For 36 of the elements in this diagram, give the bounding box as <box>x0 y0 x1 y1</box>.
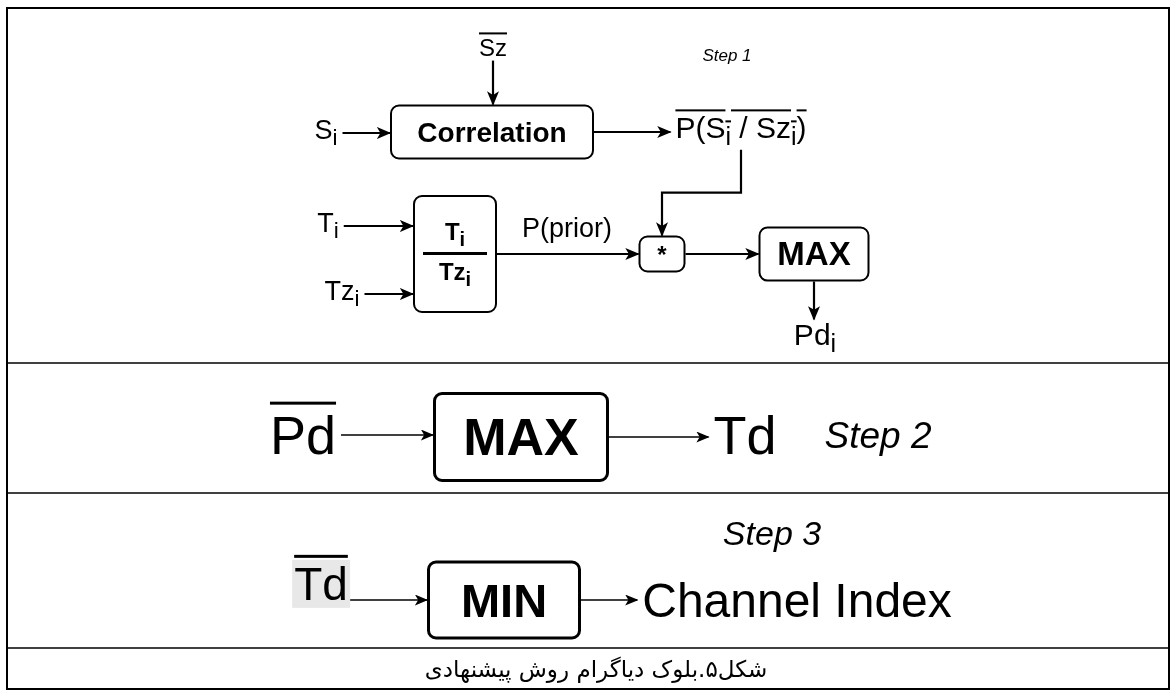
signal-label: Sz <box>474 35 512 61</box>
arrow <box>487 60 499 106</box>
arrow <box>594 126 672 138</box>
arrow <box>608 431 710 443</box>
arrow <box>342 127 392 139</box>
arrow <box>364 288 415 300</box>
signal-label: Td <box>708 406 782 464</box>
signal-label: P(S$_{i}$ / Sz$_{i}$) <box>670 112 812 150</box>
arrow <box>808 281 820 321</box>
process-box: MAX <box>433 392 609 482</box>
signal-label: S$_{i}$ <box>309 116 343 150</box>
process-box: Correlation <box>390 104 594 160</box>
arrow <box>580 594 639 606</box>
signal-label: Pd$_{i}$ <box>788 319 842 357</box>
denominator-text: Tz$_{i}$ <box>438 258 472 290</box>
figure-caption: شکل۵.بلوک دیاگرام روش پیشنهادی <box>424 657 768 683</box>
arrow <box>340 429 435 441</box>
step-label: Step 3 <box>722 515 822 553</box>
division-box <box>413 195 497 313</box>
signal-label: Channel Index <box>637 575 957 627</box>
arrow <box>685 248 760 260</box>
arrow <box>349 594 429 606</box>
arrow <box>343 220 415 232</box>
process-box: MIN <box>427 560 581 640</box>
edge-label: P(prior) <box>522 214 612 244</box>
step-label: Step 2 <box>824 415 932 457</box>
process-box: MAX <box>758 226 870 282</box>
arrow <box>497 248 640 260</box>
numerator-text: T$_{i}$ <box>444 218 466 250</box>
multiply-box: * <box>638 235 686 273</box>
step-label: Step 1 <box>702 46 752 66</box>
arrow <box>656 149 743 237</box>
signal-label: Td <box>292 559 350 609</box>
signal-label: T$_{i}$ <box>312 209 344 243</box>
signal-label: Pd <box>264 406 342 464</box>
signal-label: Tz$_{i}$ <box>319 277 365 311</box>
